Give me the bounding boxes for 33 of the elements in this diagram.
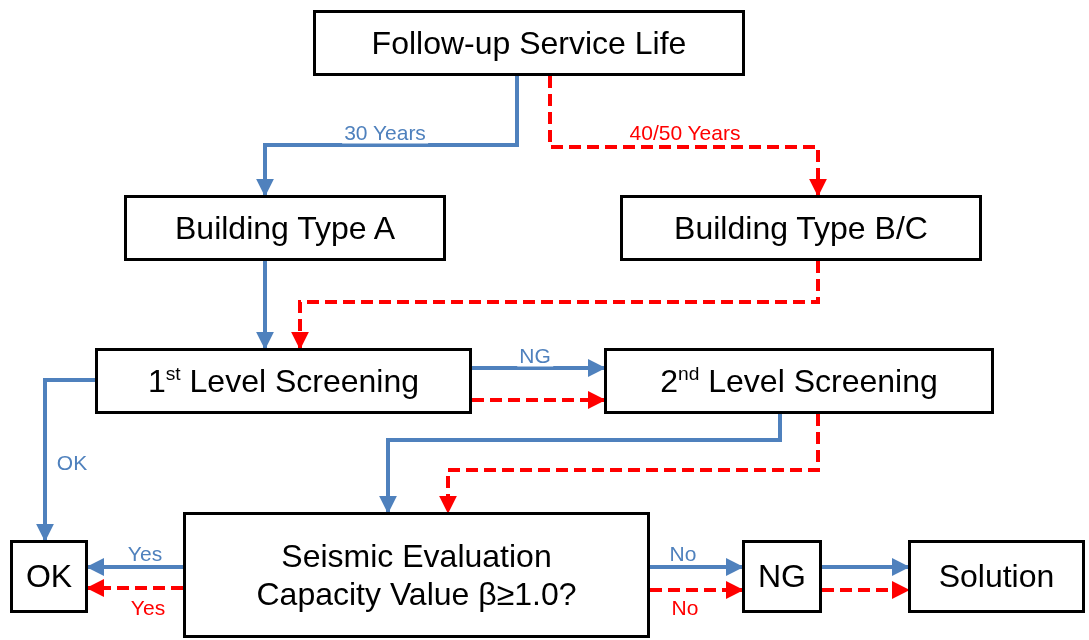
node-label: Seismic Evaluation Capacity Value β≥1.0? bbox=[255, 536, 578, 614]
process-box bbox=[124, 195, 446, 261]
node-label: Solution bbox=[938, 557, 1055, 596]
node-label: NG bbox=[758, 557, 806, 596]
process-box bbox=[183, 512, 650, 638]
arrow bbox=[439, 414, 820, 514]
process-box bbox=[908, 540, 1085, 613]
arrow bbox=[86, 558, 183, 576]
node-label: 1$^{st}$ Level Screening bbox=[147, 361, 420, 401]
process-box bbox=[313, 10, 745, 76]
arrow bbox=[548, 76, 827, 197]
arrow bbox=[472, 391, 606, 409]
node-label: Building Type A bbox=[175, 208, 395, 248]
arrow bbox=[256, 76, 519, 197]
arrow bbox=[86, 579, 183, 597]
arrow bbox=[472, 359, 606, 377]
arrow bbox=[291, 261, 820, 350]
process-box bbox=[742, 540, 822, 613]
node-label: Building Type B/C bbox=[674, 208, 928, 248]
node-label: Follow-up Service Life bbox=[371, 23, 687, 63]
process-box bbox=[604, 348, 994, 414]
process-box bbox=[95, 348, 472, 414]
process-box bbox=[620, 195, 982, 261]
arrow bbox=[650, 581, 744, 599]
arrow bbox=[36, 378, 95, 542]
node-label: OK bbox=[25, 557, 73, 596]
process-box bbox=[10, 540, 88, 613]
arrow bbox=[822, 558, 910, 576]
arrow bbox=[256, 261, 274, 350]
arrow bbox=[379, 414, 782, 514]
node-label: 2$^{nd}$ Level Screening bbox=[660, 361, 938, 401]
arrow bbox=[822, 581, 910, 599]
arrow bbox=[650, 558, 744, 576]
